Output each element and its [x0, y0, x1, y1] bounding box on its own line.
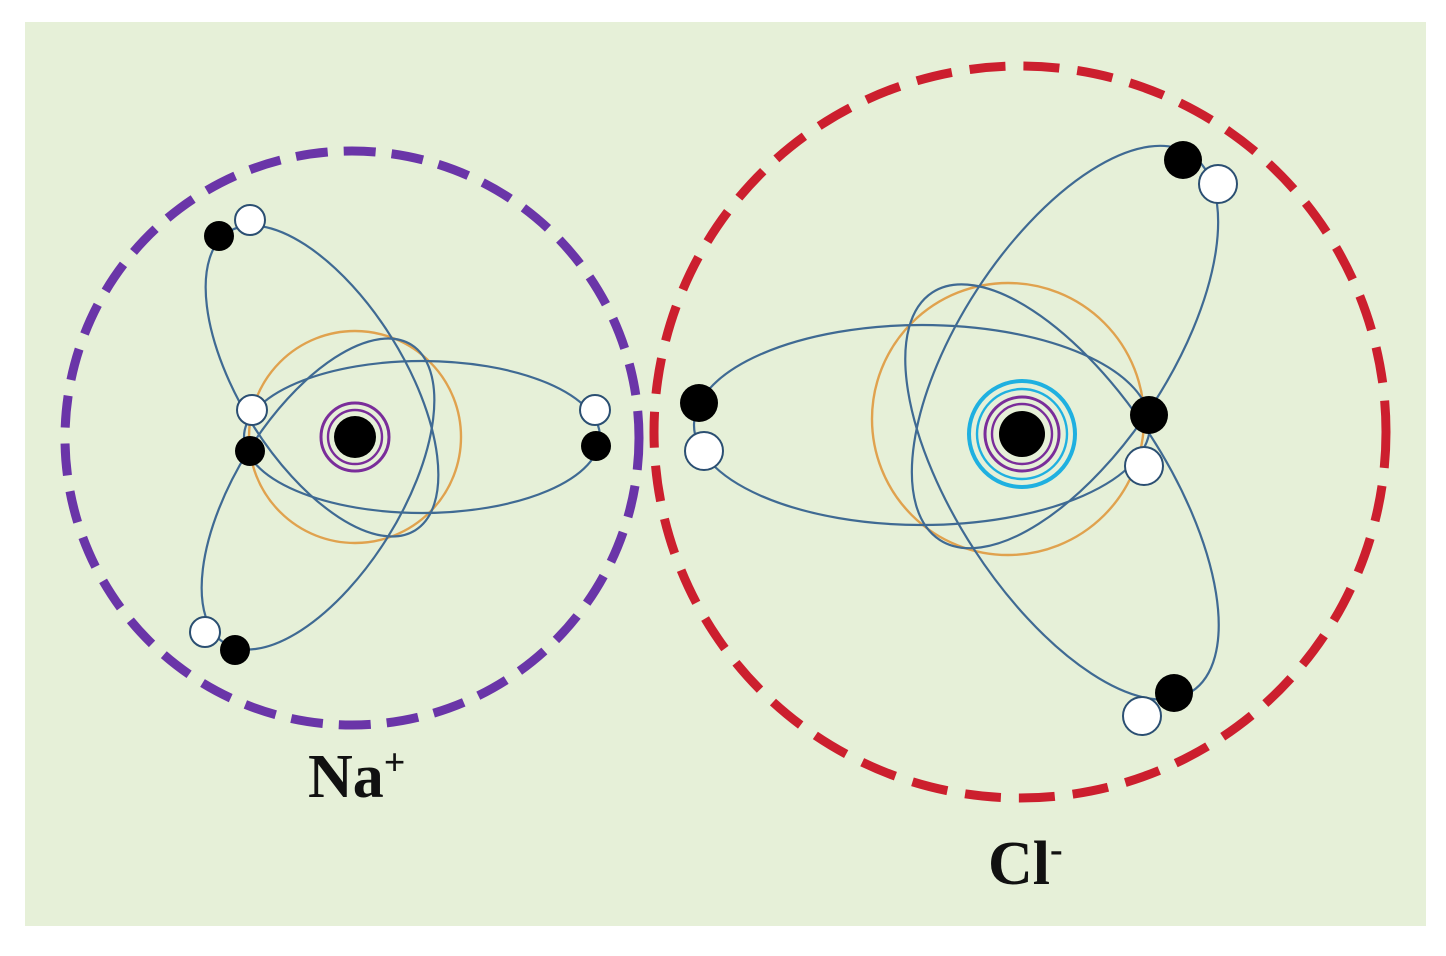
chloride-nucleus: [999, 411, 1045, 457]
sodium-electron-pair-bottom-black: [220, 635, 250, 665]
chloride-electron-pair-right-black: [1130, 396, 1168, 434]
chloride-nucleus-ring-outer: [967, 379, 1077, 489]
sodium-electron-pair-top-black: [204, 221, 234, 251]
sodium-symbol: Na: [308, 743, 384, 811]
sodium-ion-boundary: [60, 146, 644, 730]
chloride-symbol: Cl: [988, 830, 1050, 898]
chloride-electron-pair-top-black: [1164, 141, 1202, 179]
chloride-nucleus-ring-purple-outer: [983, 395, 1061, 473]
chloride-electron-pair-left-black: [680, 384, 718, 422]
sodium-electron-pair-right-white: [579, 394, 611, 426]
sodium-electron-pair-left-black: [235, 436, 265, 466]
chloride-electron-pair-bottom-black: [1155, 674, 1193, 712]
sodium-electron-pair-bottom-white: [189, 616, 221, 648]
sodium-electron-pair-top-white: [234, 204, 266, 236]
chloride-electron-pair-bottom-white: [1122, 696, 1162, 736]
chloride-ion: Cl-: [649, 61, 1391, 898]
sodium-charge: +: [384, 742, 406, 784]
sodium-nucleus: [334, 416, 376, 458]
sodium-nucleus-ring-inner: [326, 408, 384, 466]
sodium-electron-pair-right-black: [581, 431, 611, 461]
chloride-nucleus-ring-middle: [975, 387, 1069, 481]
sodium-nucleus-ring-outer: [319, 401, 391, 473]
chloride-charge: -: [1050, 829, 1063, 871]
chloride-electron-pair-right-white: [1124, 446, 1164, 486]
chloride-electron-pair-left-white: [684, 431, 724, 471]
chloride-ion-boundary: [649, 61, 1391, 803]
chloride-ion-label: Cl-: [988, 829, 1063, 898]
sodium-ion: Na+: [60, 146, 644, 811]
chloride-electron-pair-top-white: [1198, 164, 1238, 204]
chloride-nucleus-ring-purple-inner: [990, 402, 1054, 466]
sodium-ion-label: Na+: [308, 742, 405, 811]
sodium-electron-pair-left-white: [236, 394, 268, 426]
